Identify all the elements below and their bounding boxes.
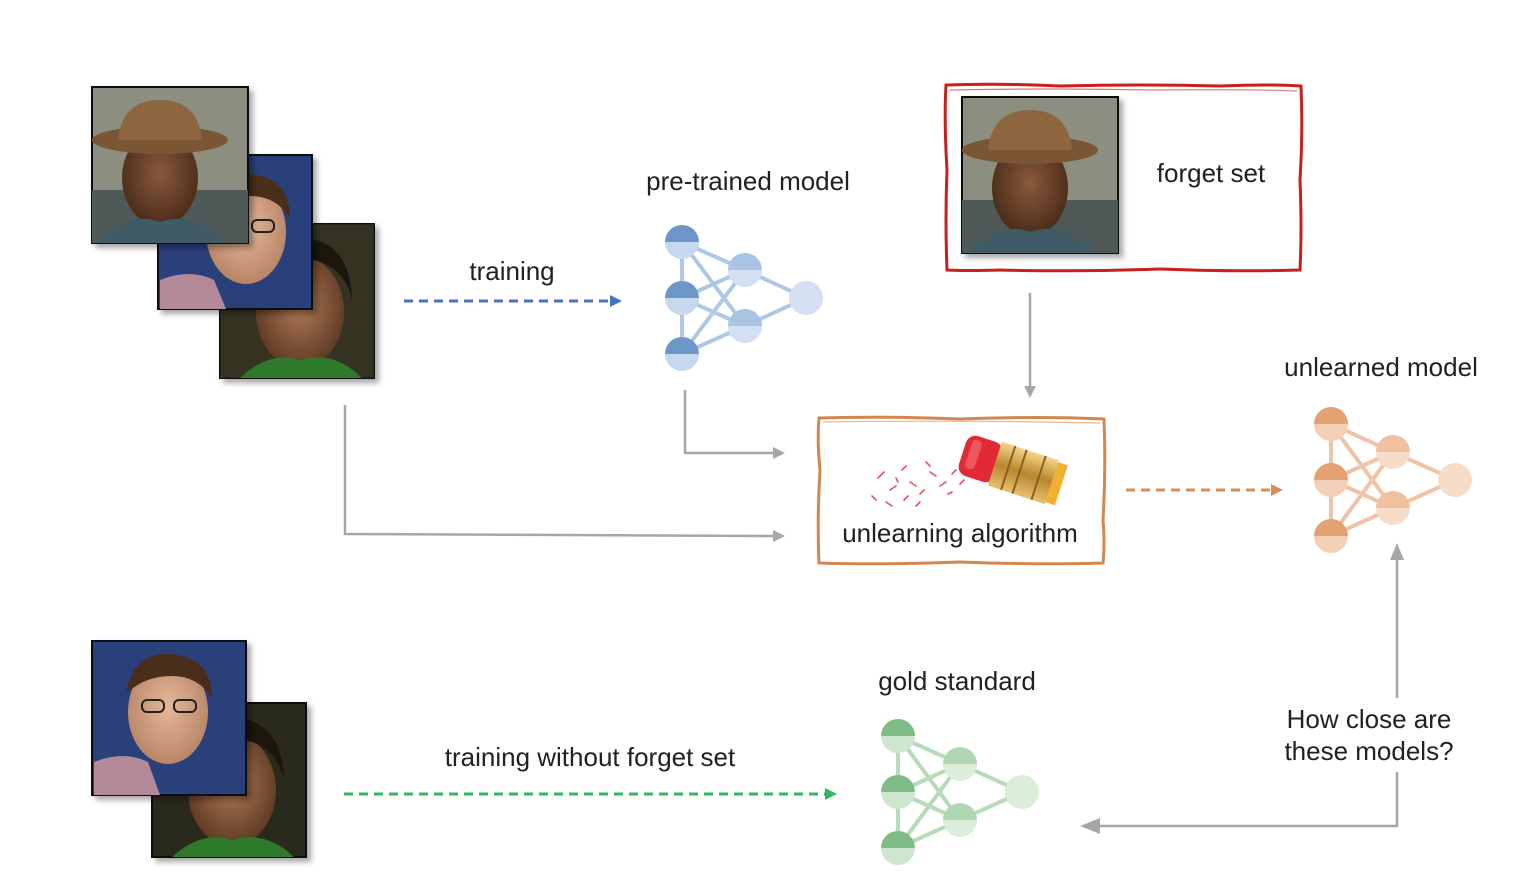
unlearning-algorithm-label: unlearning algorithm: [842, 518, 1078, 548]
training-without-forget-set-label: training without forget set: [444, 742, 736, 772]
unlearned-arrow: [1126, 484, 1283, 496]
training-data-photos: [91, 86, 375, 379]
comparison-question-line2: these models?: [1284, 736, 1454, 766]
retrain-arrow: [344, 788, 837, 800]
data-to-algorithm-arrow: [343, 405, 785, 542]
forget-set-box: [943, 82, 1304, 273]
comparison-question-line1: How close are: [1286, 704, 1452, 734]
face-photo-4: [91, 640, 247, 796]
eraser-shavings: [871, 461, 965, 507]
pretrained-model-icon: [665, 225, 823, 371]
gold-standard-label: gold standard: [878, 666, 1036, 696]
pretrained-to-algorithm-arrow: [683, 390, 785, 459]
unlearning-algorithm-box: [816, 415, 1107, 566]
forget-to-algorithm-arrow: [1024, 293, 1036, 398]
forget-set-label: forget set: [1156, 158, 1266, 188]
unlearned-model-icon: [1314, 407, 1472, 553]
retain-data-photos: [91, 640, 307, 858]
comparison-arrows: [1080, 543, 1404, 834]
unlearned-model-label: unlearned model: [1284, 352, 1478, 382]
training-arrow: [404, 295, 622, 307]
training-label: training: [469, 256, 555, 286]
pencil-eraser-icon: [958, 435, 1068, 506]
face-photo-1: [91, 86, 249, 244]
forget-set-photo: [961, 96, 1119, 254]
pretrained-model-label: pre-trained model: [646, 166, 850, 196]
gold-standard-model-icon: [881, 719, 1039, 865]
